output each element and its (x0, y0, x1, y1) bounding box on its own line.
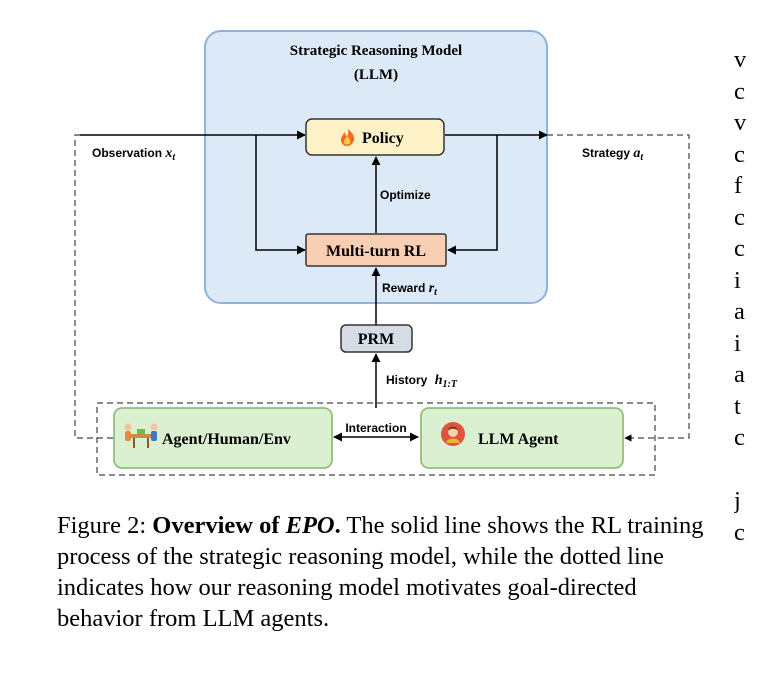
multi-turn-rl-box (305, 233, 447, 267)
epo-overview-diagram: Strategic Reasoning Model (LLM) Optimize… (74, 30, 690, 476)
fire-icon (341, 128, 355, 146)
right-column-line: c (734, 518, 745, 546)
right-column-text: v c v c f c c i a i a t c j c (734, 44, 769, 548)
agent-avatar-icon (441, 422, 465, 446)
figure-caption: Figure 2: Overview of EPO. The solid lin… (57, 510, 717, 634)
observation-to-rl-arrow (255, 135, 306, 255)
interaction-label: Interaction (345, 421, 406, 435)
strategy-dashed-line (547, 134, 690, 442)
policy-box (305, 118, 445, 156)
multi-turn-rl-label: Multi-turn RL (326, 243, 426, 260)
right-column-line: a (734, 298, 745, 325)
right-column-line: c (734, 235, 745, 262)
right-column-line: i (734, 329, 741, 357)
observation-dashed-line (74, 134, 113, 439)
right-column-line: i (734, 266, 741, 294)
strategy-to-rl-arrow (447, 135, 498, 255)
right-column-line (734, 454, 769, 486)
llm-agent-box (420, 407, 624, 469)
caption-body: The solid line shows the RL training pro… (57, 512, 704, 632)
model-title-line1: Strategic Reasoning Model (290, 43, 462, 59)
agent-human-env-box (113, 407, 333, 469)
right-column-line: c (734, 424, 745, 451)
caption-bold-italic: EPO (285, 512, 335, 539)
right-column-line: v (734, 46, 747, 73)
llm-agent-label: LLM Agent (478, 431, 559, 448)
policy-label: Policy (362, 130, 404, 147)
optimize-label: Optimize (380, 188, 431, 202)
right-column-line: t (734, 392, 741, 420)
caption-bold-period: . (334, 512, 341, 539)
right-column-line: c (734, 77, 745, 105)
right-column-line: v (734, 109, 747, 136)
right-column-line: j (734, 487, 741, 514)
right-column-line: c (734, 140, 745, 168)
right-column-line: f (734, 172, 743, 199)
history-label: History h1:T (386, 373, 458, 390)
caption-prefix: Figure 2: (57, 512, 153, 539)
observation-label: Observation xt (92, 146, 176, 163)
caption-bold-text: Overview of (152, 512, 286, 539)
prm-box (340, 324, 413, 353)
agent-human-env-label: Agent/Human/Env (162, 431, 291, 448)
right-column-line: a (734, 361, 745, 388)
right-column-line: c (734, 203, 745, 231)
strategy-label: Strategy at (582, 146, 644, 163)
prm-label: PRM (358, 331, 394, 348)
interaction-group-dashed-box (96, 402, 656, 476)
reward-label: Reward rt (382, 281, 438, 298)
people-at-table-icon (124, 423, 158, 448)
model-title-line2: (LLM) (354, 67, 398, 83)
